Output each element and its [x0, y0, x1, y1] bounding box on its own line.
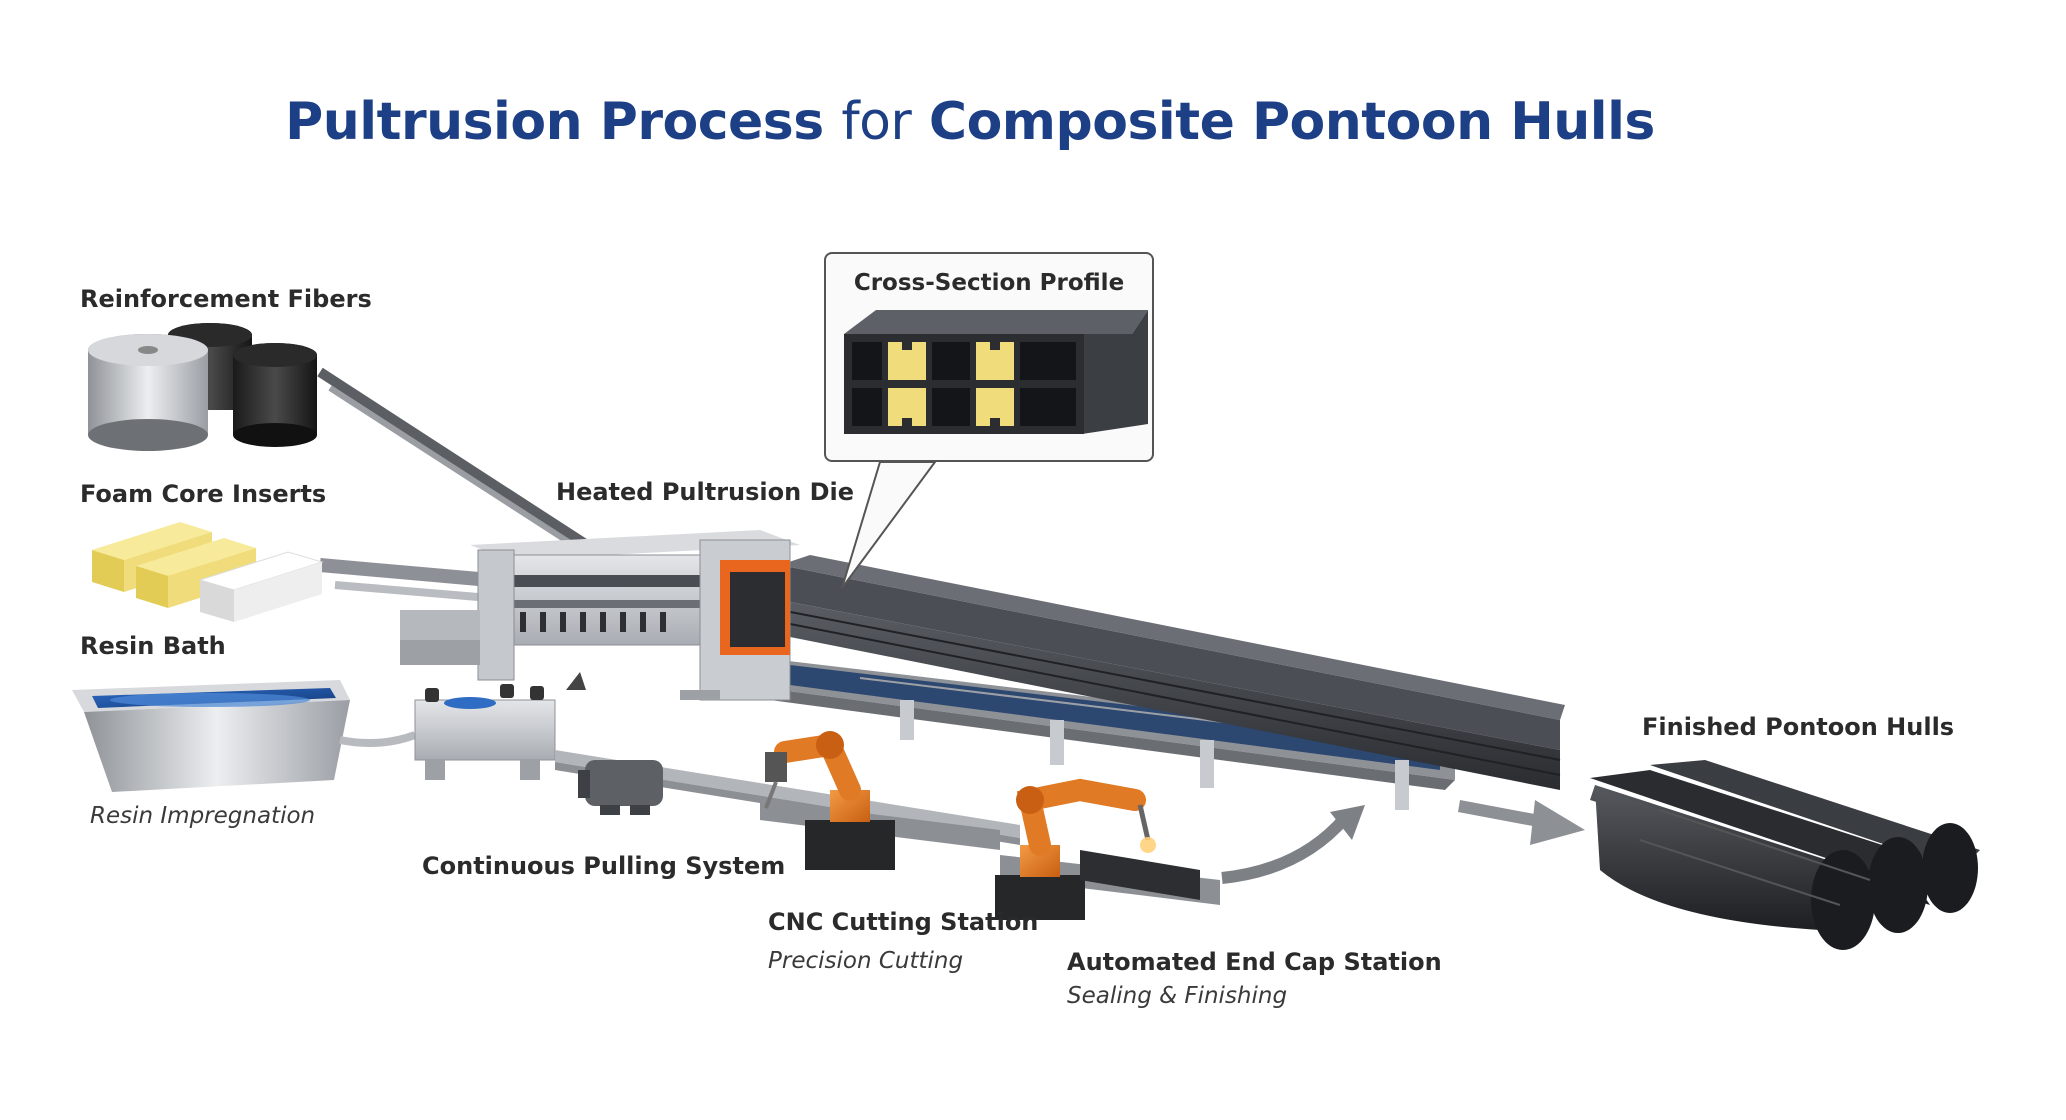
label-cnc-station: CNC Cutting Station: [768, 908, 1039, 936]
foam-blocks: [92, 522, 324, 622]
fiber-spools: [88, 323, 317, 451]
diagram-title: Pultrusion Process for Composite Pontoon…: [0, 92, 1940, 152]
heated-die: [400, 530, 800, 701]
label-end-cap-sub: Sealing & Finishing: [1067, 983, 1288, 1009]
resin-feed-line: [339, 731, 417, 747]
callout-pointer: [841, 461, 937, 589]
cnc-robot: [760, 731, 1000, 870]
label-pulling-system: Continuous Pulling System: [422, 852, 786, 880]
label-end-cap-station: Automated End Cap Station: [1067, 948, 1442, 976]
cross-section-callout: Cross-Section Profile: [824, 252, 1154, 462]
cross-section-label: Cross-Section Profile: [853, 270, 1125, 296]
output-arrow: [1458, 800, 1585, 845]
end-cap-robot: [995, 778, 1220, 920]
label-heated-die: Heated Pultrusion Die: [556, 478, 855, 506]
label-finished-hulls: Finished Pontoon Hulls: [1642, 713, 1955, 741]
pultruded-profile: [779, 555, 1565, 790]
title-part-2: for: [841, 92, 912, 152]
label-foam-core-inserts: Foam Core Inserts: [80, 480, 327, 508]
label-cnc-sub: Precision Cutting: [768, 948, 964, 974]
label-resin-bath: Resin Bath: [80, 632, 226, 660]
label-resin-impregnation: Resin Impregnation: [90, 803, 316, 829]
title-part-1: Pultrusion Process: [285, 92, 824, 152]
label-reinforcement-fibers: Reinforcement Fibers: [80, 285, 372, 313]
up-arrow: [566, 672, 586, 690]
resin-bath-tank: [72, 680, 350, 792]
title-part-3: Composite Pontoon Hulls: [928, 92, 1655, 152]
fiber-feed-lines: [317, 367, 617, 602]
finished-hulls: [1590, 760, 1980, 950]
cross-section-profile-graphic: [844, 310, 1148, 434]
pulling-motor: [578, 760, 663, 815]
return-arrow-head: [1330, 805, 1365, 840]
return-arrow: [1221, 814, 1350, 884]
impregnation-unit: [414, 684, 556, 780]
